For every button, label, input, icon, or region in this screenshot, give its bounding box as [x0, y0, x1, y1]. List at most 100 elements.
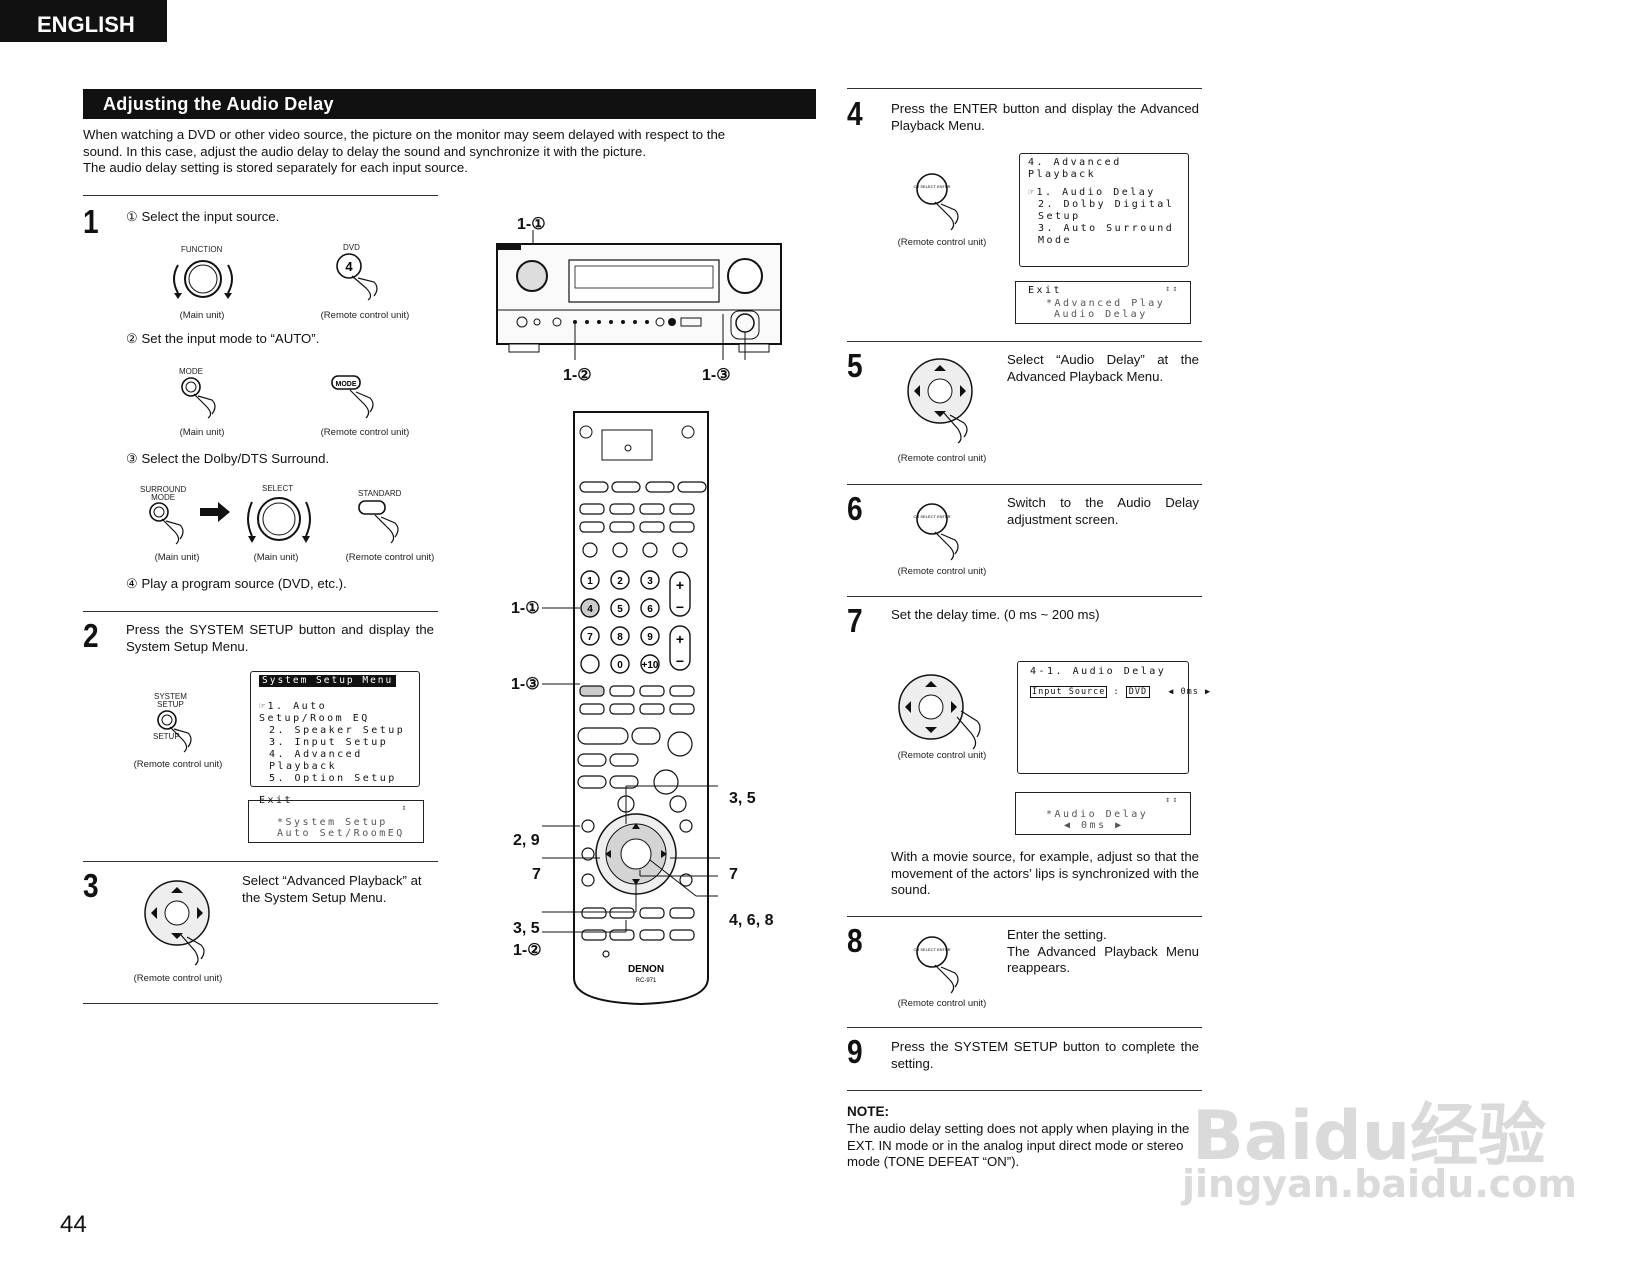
osd-field-label: Input Source — [1030, 686, 1108, 698]
step4-text: Press the ENTER button and display the A… — [891, 101, 1199, 133]
step-number: 1 — [83, 203, 99, 240]
enter-key-text: CH SELECT ENTER — [913, 184, 950, 189]
svg-text:5: 5 — [617, 604, 623, 615]
svg-text:2: 2 — [617, 576, 623, 587]
step9-text: Press the SYSTEM SETUP button to complet… — [891, 1039, 1199, 1071]
svg-text:+10: +10 — [642, 660, 659, 671]
step1-sub2: ② Set the input mode to “AUTO”. — [126, 331, 320, 346]
key-4-text: 4 — [345, 259, 353, 274]
divider — [83, 195, 438, 196]
mode-label: MODE — [179, 367, 203, 376]
select-knob-icon — [247, 497, 311, 543]
note-text: The audio delay setting does not apply w… — [847, 1121, 1190, 1169]
svg-text:3: 3 — [647, 576, 653, 587]
remote-caption: (Remote control unit) — [320, 427, 410, 438]
fl-line: *System Setup — [277, 817, 388, 828]
callout-label: 1-② — [513, 942, 542, 959]
step5-text: Select “Audio Delay” at the Advanced Pla… — [1007, 352, 1199, 384]
section-title: Adjusting the Audio Delay — [83, 89, 816, 119]
step7-note: With a movie source, for example, adjust… — [891, 849, 1199, 897]
fl-corner: ↕↕ — [1165, 284, 1180, 293]
standard-label: STANDARD — [358, 489, 402, 498]
step1-sub1: ① Select the input source. — [126, 209, 280, 224]
surround-label-line: MODE — [151, 493, 176, 502]
step1-sub3: ③ Select the Dolby/DTS Surround. — [126, 451, 330, 466]
osd-item: 2. Dolby Digital Setup — [1038, 199, 1175, 222]
osd-item: ☞1. Audio Delay — [1028, 187, 1156, 198]
step-number: 7 — [847, 602, 863, 639]
step-number: 9 — [847, 1033, 863, 1070]
svg-text:7: 7 — [587, 632, 593, 643]
osd-item: 5. Option Setup — [269, 773, 397, 784]
fl-line: *Advanced Play — [1046, 298, 1166, 309]
remote-caption: (Remote control unit) — [897, 750, 987, 761]
enter-key-text: CH SELECT ENTER — [913, 947, 950, 952]
divider — [83, 1003, 438, 1004]
step-number: 4 — [847, 95, 863, 132]
remote-model-text: RC-971 — [636, 978, 657, 984]
cursor-pad-down-icon — [144, 880, 210, 966]
osd-delay-value[interactable]: ◀ 0ms ▶ — [1168, 687, 1212, 697]
divider — [847, 916, 1202, 917]
dvd-label: DVD — [343, 243, 360, 252]
step8-text: Enter the setting. The Advanced Playback… — [1007, 927, 1199, 977]
svg-text:8: 8 — [617, 632, 623, 643]
osd-item: 3. Auto Surround Mode — [1038, 223, 1175, 246]
main-unit-caption: (Main unit) — [179, 427, 225, 438]
surround-mode-button-icon — [149, 502, 184, 545]
osd-system-setup-menu: System Setup Menu ☞1. Auto Setup/Room EQ… — [250, 671, 420, 806]
function-label: FUNCTION — [181, 245, 223, 254]
setup-label: SETUP — [153, 732, 180, 741]
main-unit-caption: (Main unit) — [179, 310, 225, 321]
remote-caption: (Remote control unit) — [320, 310, 410, 321]
svg-text:+: + — [676, 631, 684, 647]
main-unit-illustration — [496, 230, 782, 360]
standard-button-icon — [358, 500, 399, 544]
callout-label: 1-③ — [702, 367, 731, 384]
svg-text:0: 0 — [617, 660, 623, 671]
system-setup-line: SYSTEM — [154, 692, 187, 701]
svg-text:−: − — [676, 653, 684, 669]
remote-mode-button-icon: MODE — [331, 375, 374, 419]
divider — [847, 88, 1202, 89]
callout-label: 7 — [532, 866, 541, 883]
osd-source-value[interactable]: DVD — [1125, 686, 1151, 698]
remote-caption: (Remote control unit) — [345, 552, 435, 563]
remote-brand-text: DENON — [628, 964, 664, 975]
step6-text: Switch to the Audio Delay adjustment scr… — [1007, 495, 1199, 527]
system-setup-line: SETUP — [157, 700, 184, 709]
svg-text:4: 4 — [587, 604, 593, 615]
callout-label: 3, 5 — [729, 790, 756, 807]
osd-item: 3. Input Setup — [269, 737, 389, 748]
callout-label: 1-③ — [511, 676, 540, 693]
callout-label: 1-② — [563, 367, 592, 384]
main-unit-caption: (Main unit) — [253, 552, 299, 563]
enter-button-icon: CH SELECT ENTER — [913, 503, 959, 561]
watermark-url: jingyan.baidu.com — [1182, 1162, 1577, 1206]
step3-text: Select “Advanced Playback” at the System… — [242, 873, 422, 905]
system-setup-button-icon — [157, 710, 192, 753]
callout-label: 1-① — [517, 216, 546, 233]
osd-exit: Exit — [1028, 285, 1063, 296]
osd-item: 4. Advanced Playback — [269, 749, 363, 772]
osd-item: ☞1. Auto Setup/Room EQ — [259, 701, 370, 724]
callout-label: 1-① — [511, 600, 540, 617]
surround-label-line: SURROUND — [140, 485, 187, 494]
callout-label: 3, 5 — [513, 920, 540, 937]
language-tab: ENGLISH — [0, 0, 167, 42]
remote-caption: (Remote control unit) — [897, 998, 987, 1009]
osd-audio-delay-screen: 4-1. Audio Delay Input Source : DVD ◀ 0m… — [1017, 661, 1210, 774]
select-label: SELECT — [262, 484, 294, 493]
divider — [847, 341, 1202, 342]
osd-title: 4. Advanced Playback — [1028, 157, 1122, 180]
remote-caption: (Remote control unit) — [897, 453, 987, 464]
step8-line: The Advanced Playback Menu reappears. — [1007, 943, 1199, 976]
step-number: 6 — [847, 490, 863, 527]
divider — [83, 611, 438, 612]
fl-display: ↕ *System Setup Auto Set/RoomEQ — [248, 800, 424, 843]
step2-text: Press the SYSTEM SETUP button and displa… — [126, 622, 434, 654]
fl-line: ◀ 0ms ▶ — [1064, 820, 1124, 831]
divider — [847, 1027, 1202, 1028]
